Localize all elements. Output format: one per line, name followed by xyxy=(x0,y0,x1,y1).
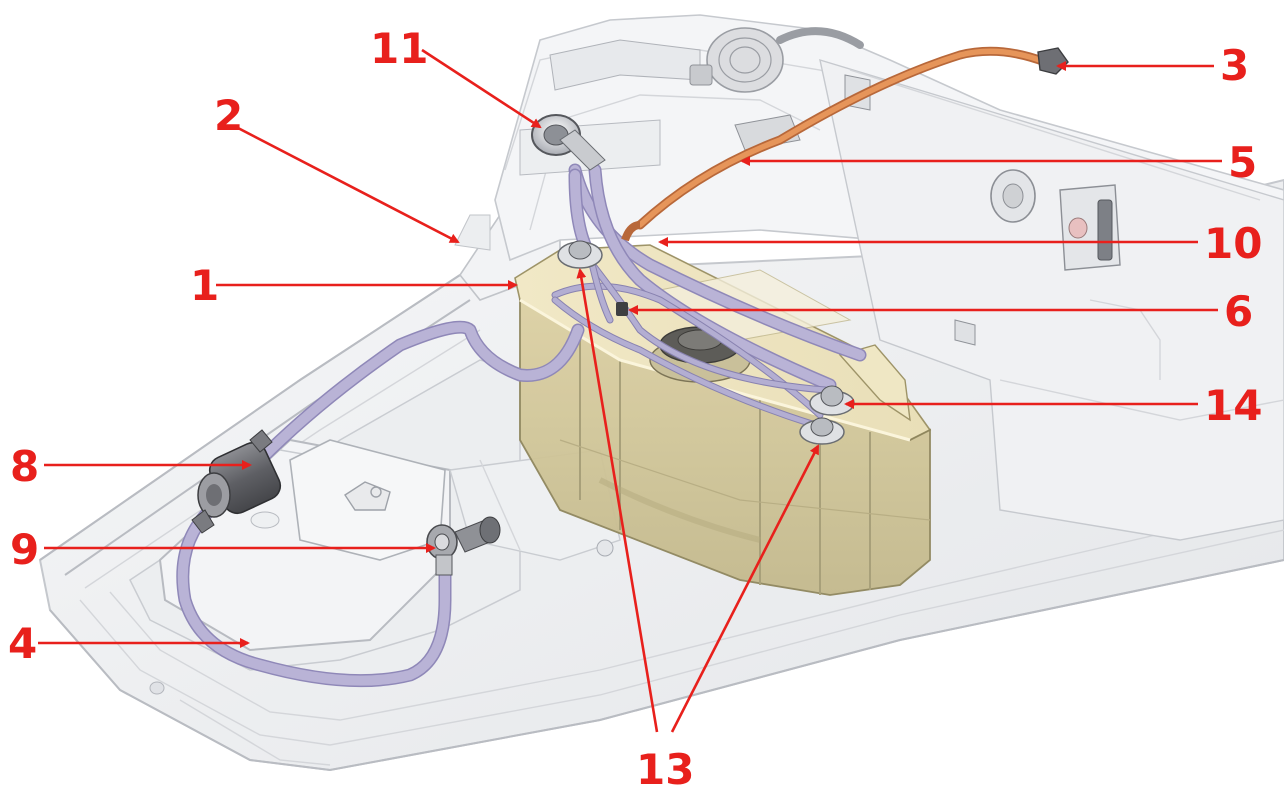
components xyxy=(191,114,855,576)
tank-fitting-right xyxy=(799,417,845,445)
leader-2 xyxy=(237,126,460,244)
hoses xyxy=(176,46,1069,688)
callout-9: 9 xyxy=(10,525,39,574)
callout-6: 6 xyxy=(1224,287,1253,336)
callout-4: 4 xyxy=(8,619,37,668)
callout-5: 5 xyxy=(1228,138,1257,187)
callout-10: 10 xyxy=(1204,219,1262,268)
leader-13a xyxy=(576,268,659,733)
leader-13b xyxy=(670,444,820,733)
tank-fitting-left xyxy=(557,240,603,269)
hull xyxy=(38,14,1284,772)
callout-14: 14 xyxy=(1204,381,1262,430)
tank-fitting-rear xyxy=(809,385,855,416)
callout-1: 1 xyxy=(190,261,219,310)
callout-2: 2 xyxy=(214,91,243,140)
callout-labels: 1 2 3 4 5 6 8 9 10 11 13 14 xyxy=(8,24,1262,794)
leader-11 xyxy=(421,48,542,129)
callout-13: 13 xyxy=(636,745,694,794)
callout-leaders xyxy=(38,48,1222,733)
callout-3: 3 xyxy=(1220,41,1249,90)
callout-8: 8 xyxy=(10,442,39,491)
callout-11: 11 xyxy=(370,24,428,73)
